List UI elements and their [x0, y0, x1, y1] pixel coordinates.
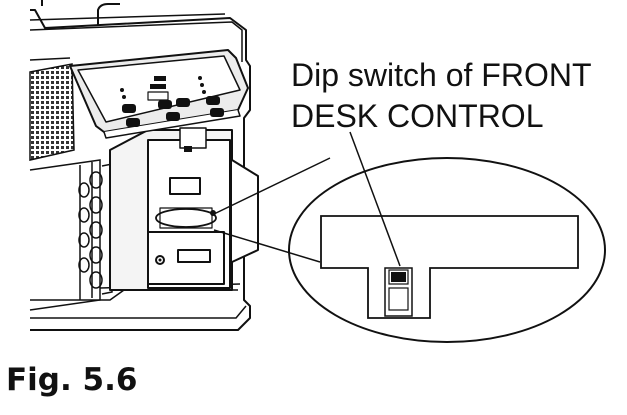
leader-lines: [213, 131, 401, 267]
callout-label-line1: Dip switch of FRONT: [291, 57, 592, 93]
air-grille: [29, 63, 75, 161]
figure-caption: Fig. 5.6: [6, 362, 138, 398]
callout-label-line2: DESK CONTROL: [291, 98, 544, 134]
detail-magnifier: [288, 157, 606, 343]
control-panel: [69, 49, 249, 152]
coil-fins: [29, 159, 113, 311]
control-box: [109, 129, 259, 291]
